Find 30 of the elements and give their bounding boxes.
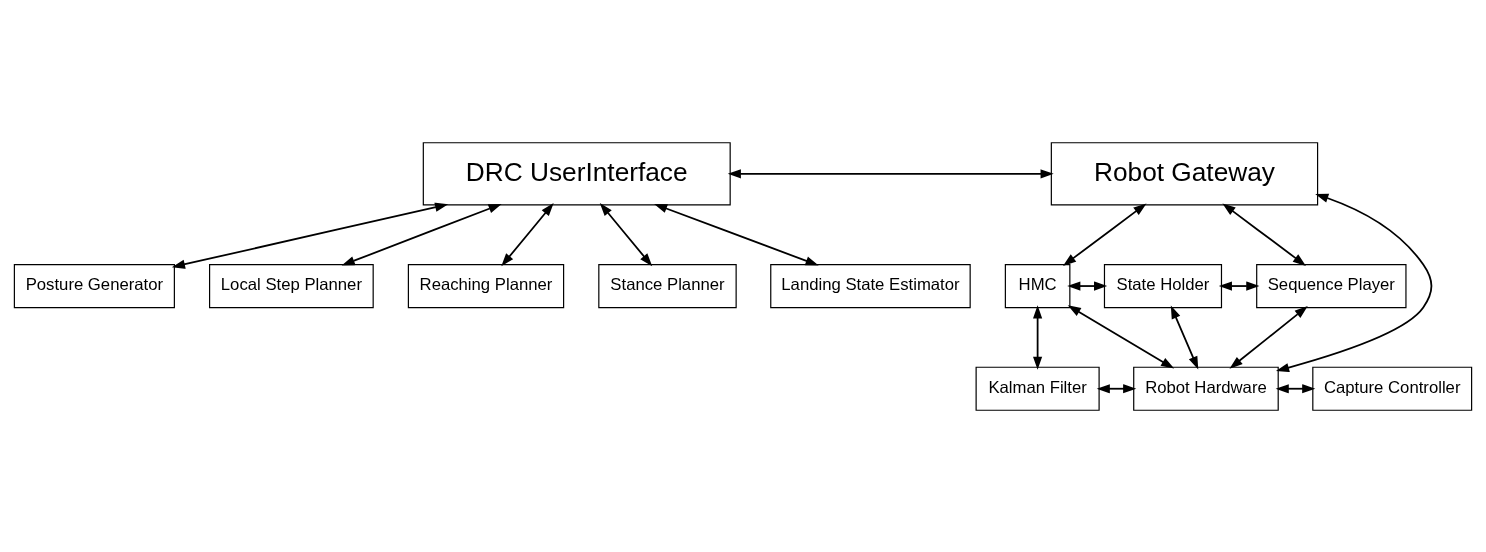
arrow — [599, 202, 653, 266]
node-box: DRC UserInterface — [422, 141, 731, 205]
node-box: HMC — [1004, 263, 1071, 308]
node-box: Robot Hardware — [1133, 366, 1279, 411]
arrow — [1275, 193, 1433, 372]
arrow — [171, 202, 449, 269]
arrow — [501, 202, 554, 266]
arrow — [1067, 304, 1175, 369]
arrow — [727, 168, 1054, 178]
node-box: Robot Gateway — [1050, 141, 1319, 205]
arrow — [1229, 305, 1308, 369]
node-box: State Holder — [1103, 263, 1223, 308]
arrow — [1096, 383, 1137, 393]
arrow — [1218, 280, 1260, 291]
node-box: Kalman Filter — [975, 366, 1100, 411]
arrow — [1170, 305, 1199, 370]
node-box: Capture Controller — [1312, 366, 1473, 411]
arrow — [1062, 202, 1147, 266]
node-box: Reaching Planner — [407, 263, 565, 308]
node-box: Sequence Player — [1256, 263, 1407, 308]
node-box: Stance Planner — [598, 263, 737, 308]
arrow — [1275, 383, 1316, 393]
arrow — [341, 203, 502, 266]
node-box: Posture Generator — [13, 263, 175, 308]
arrow — [654, 203, 819, 265]
node-box: Local Step Planner — [209, 263, 374, 308]
arrow — [1067, 280, 1108, 291]
node-box: Landing State Estimator — [770, 263, 971, 308]
arrow — [1033, 304, 1043, 370]
arrow — [1222, 202, 1306, 266]
